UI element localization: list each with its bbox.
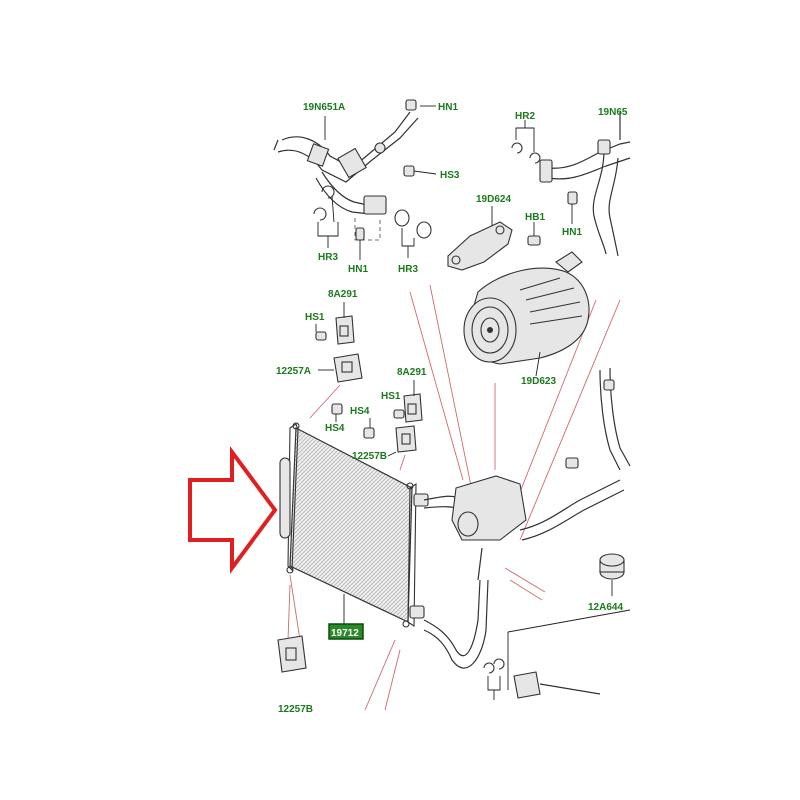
ac-lines (423, 367, 631, 690)
bracket-19d624 (447, 206, 513, 271)
label-hn1-mid: HN1 (348, 264, 368, 275)
label-19d624: 19D624 (476, 194, 511, 205)
hose-19n651a (273, 99, 419, 241)
label-hb1: HB1 (525, 212, 545, 223)
isolator-12257a (318, 353, 363, 383)
label-hn1-right: HN1 (562, 227, 582, 238)
isolator-bottom (277, 635, 307, 673)
bolt-hs1-top (315, 331, 327, 341)
label-8a291-mid: 8A291 (397, 367, 427, 378)
clip-hr3-left (313, 185, 339, 248)
pressure-switch-12a644 (599, 553, 625, 596)
label-hn1-top: HN1 (438, 102, 458, 113)
label-hr2: HR2 (515, 111, 535, 122)
part-labels: 19N651A HN1 HS3 HR3 HN1 HR3 HR2 19N65 19… (276, 102, 628, 715)
label-hs3: HS3 (440, 170, 460, 181)
label-hs1-mid: HS1 (381, 391, 401, 402)
isolator-12257b (387, 425, 417, 457)
bolt-hs1-mid (393, 409, 405, 419)
condenser-19712 (279, 422, 429, 628)
label-12257b: 12257B (352, 451, 387, 462)
label-19n651a: 19N651A (303, 102, 345, 113)
nut-hs4-left (331, 403, 343, 415)
nut-hs4-right (363, 427, 375, 439)
bracket-8a291-top (335, 302, 355, 345)
label-12257b-bottom: 12257B (278, 704, 313, 715)
bolt-hb1 (527, 235, 541, 246)
bolt-hn1-right (567, 191, 578, 205)
clips-bottom (483, 658, 601, 700)
o-rings-hr3-right (394, 209, 432, 258)
receiver-drier (279, 457, 291, 539)
hose-19n65 (539, 112, 631, 257)
highlight-box-19712 (328, 623, 364, 640)
label-hs4-left: HS4 (325, 423, 345, 434)
compressor-19d623 (463, 251, 590, 377)
label-hs4-right: HS4 (350, 406, 370, 417)
callout-arrow-icon (188, 445, 278, 575)
label-hr3-right: HR3 (398, 264, 418, 275)
explosion-lines (287, 284, 621, 711)
label-19d623: 19D623 (521, 376, 556, 387)
bracket-8a291-mid (403, 380, 423, 423)
label-12257a: 12257A (276, 366, 311, 377)
label-19712: 19712 (331, 628, 359, 639)
label-19n65: 19N65 (598, 107, 628, 118)
bolt-hn1-mid (355, 227, 365, 241)
label-12a644: 12A644 (588, 602, 623, 613)
label-8a291-top: 8A291 (328, 289, 358, 300)
clips-hr2 (511, 120, 541, 164)
label-hr3-left: HR3 (318, 252, 338, 263)
label-hs1-top: HS1 (305, 312, 325, 323)
